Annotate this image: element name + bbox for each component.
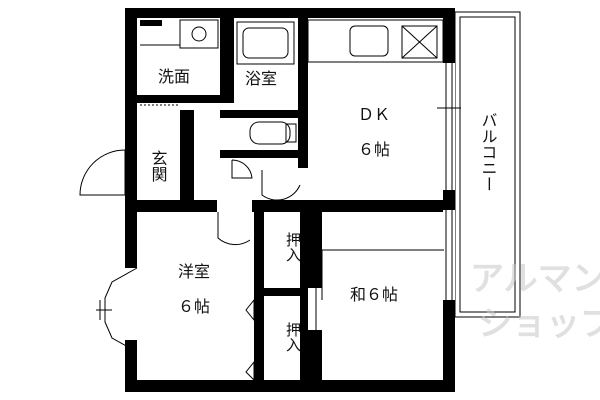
room-size-dk: ６帖 <box>358 140 390 159</box>
right-windows <box>437 63 461 300</box>
dk-door <box>261 170 301 201</box>
room-label-dk: ＤＫ <box>358 105 390 124</box>
washbasin-icon <box>179 19 219 49</box>
room-label-closet-upper: 押入 <box>284 232 302 262</box>
entrance-door <box>79 149 126 196</box>
room-label-washroom: 洗面 <box>158 67 190 86</box>
bay-window <box>96 267 138 353</box>
watermark-top: アルマンWL <box>470 259 600 299</box>
room-label-western: 洋室 <box>178 262 210 281</box>
japanese-sliding-door <box>315 212 444 330</box>
room-label-bathroom: 浴室 <box>245 69 277 88</box>
room-label-closet-lower: 押入 <box>284 322 302 352</box>
room-size-western: ６帖 <box>178 297 210 316</box>
room-label-japanese: 和６帖 <box>350 285 398 304</box>
western-door <box>217 212 251 246</box>
closet-marks <box>245 298 255 382</box>
interior-walls <box>137 8 455 385</box>
room-label-entrance: 玄関 <box>149 150 168 183</box>
room-label-balcony: バルコニー <box>479 112 498 192</box>
watermark-bottom: ショップ <box>478 304 600 344</box>
watermark-logo: アルマンWL ショップ <box>470 259 600 344</box>
kitchen-counter <box>307 19 444 63</box>
shelf-icon <box>140 20 180 46</box>
bathtub-icon <box>236 21 295 65</box>
toilet-icon <box>249 121 297 145</box>
toilet-door <box>231 159 253 179</box>
